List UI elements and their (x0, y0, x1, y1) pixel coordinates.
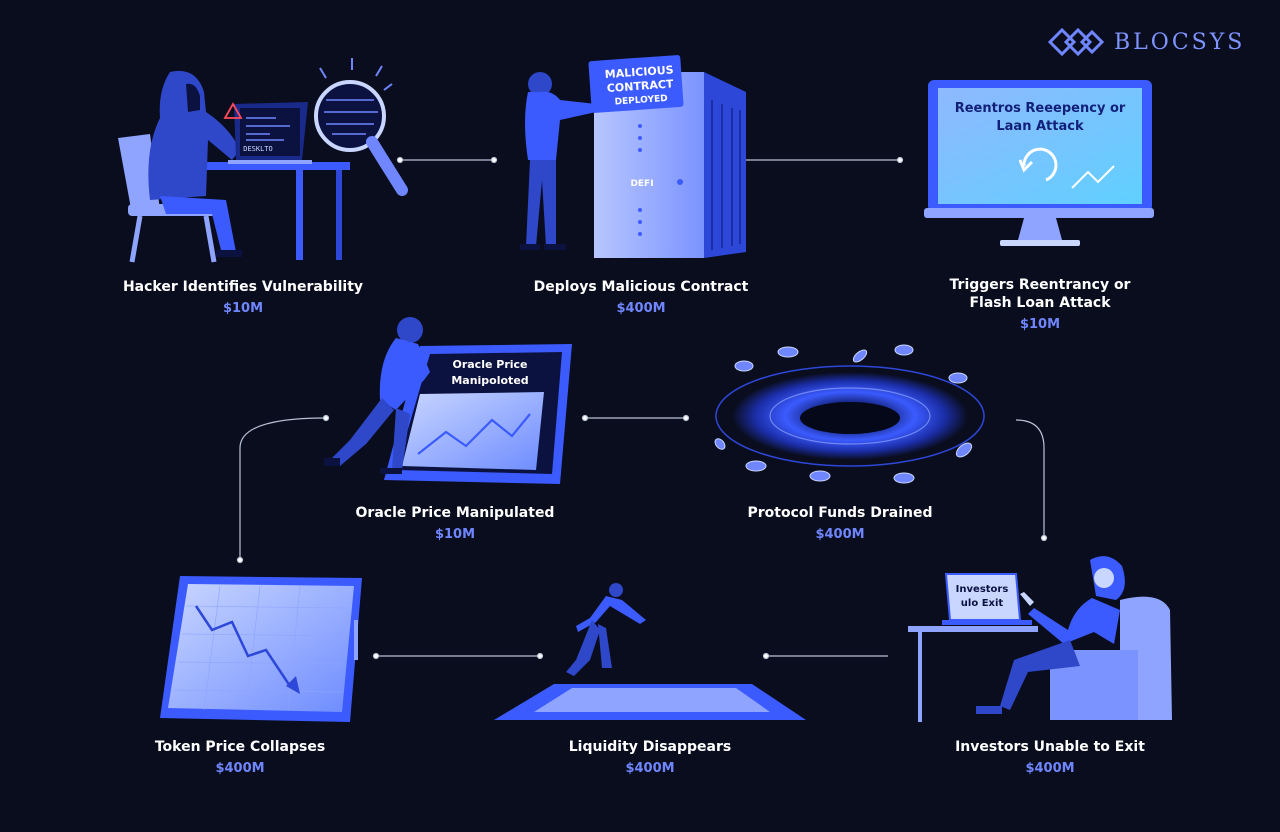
step-8-caption: Investors Unable to Exit $400M (910, 738, 1190, 778)
step-3-title-line-2: Flash Loan Attack (969, 295, 1111, 311)
step-5-caption: Protocol Funds Drained $400M (700, 504, 980, 544)
monitor-line-2: Laan Attack (996, 119, 1084, 134)
tablet-line-2: Manipoloted (451, 374, 528, 387)
brand-logo: BLOCSYS (1046, 22, 1245, 62)
coin-icons (714, 344, 973, 484)
step-7-title: Liquidity Disappears (568, 739, 732, 755)
step-2-title: Deploys Malicious Contract (533, 279, 749, 295)
laptop-label: DESKLTO (243, 145, 273, 153)
connector-4-6 (239, 417, 327, 560)
investor-laptop-line-2: ulo Exit (961, 598, 1004, 609)
connector-5-8 (1015, 419, 1045, 538)
step-5-title: Protocol Funds Drained (747, 505, 933, 521)
connector-lines (236, 156, 1048, 660)
hacker-illustration (118, 58, 408, 263)
step-4-amount: $10M (434, 527, 476, 542)
step-8-amount: $400M (1025, 761, 1075, 776)
monitor-illustration (924, 80, 1154, 246)
step-7-amount: $400M (625, 761, 675, 776)
step-5-amount: $400M (815, 527, 865, 542)
step-1-caption: Hacker Identifies Vulnerability $10M (100, 278, 386, 318)
sign-line-3: DEPLOYED (614, 94, 668, 108)
step-1-title: Hacker Identifies Vulnerability (122, 279, 364, 295)
magnifier-icon (314, 58, 408, 196)
oracle-tablet-illustration (324, 317, 572, 484)
server-label: DEFI (630, 179, 653, 189)
step-3-title-line-1: Triggers Reentrancy or (949, 277, 1131, 293)
crash-tablet-illustration (160, 576, 362, 722)
investor-illustration (908, 556, 1172, 722)
investor-laptop-line-1: Investors (956, 584, 1009, 595)
empty-pool-illustration (494, 583, 806, 720)
step-7-caption: Liquidity Disappears $400M (520, 738, 780, 778)
tablet-line-1: Oracle Price (452, 358, 527, 371)
step-1-amount: $10M (222, 301, 264, 316)
sign-line-1: MALICIOUS (604, 63, 674, 81)
step-3-caption: Triggers Reentrancy or Flash Loan Attack… (900, 276, 1180, 334)
funds-vortex-illustration (714, 344, 985, 484)
step-4-caption: Oracle Price Manipulated $10M (310, 504, 600, 544)
down-arrow-icon (286, 676, 300, 694)
step-2-caption: Deploys Malicious Contract $400M (496, 278, 786, 318)
monitor-line-1: Reentros Reeepency or (955, 101, 1126, 116)
step-8-title: Investors Unable to Exit (955, 739, 1145, 755)
step-3-amount: $10M (1019, 317, 1061, 332)
step-4-title: Oracle Price Manipulated (355, 505, 555, 521)
step-2-amount: $400M (616, 301, 666, 316)
sign-line-2: CONTRACT (606, 77, 674, 95)
brand-name: BLOCSYS (1114, 29, 1246, 55)
interlocked-diamond-logo-icon (1047, 27, 1105, 57)
reentrancy-loop-icon (1018, 147, 1058, 182)
step-6-amount: $400M (215, 761, 265, 776)
server-illustration (520, 55, 746, 258)
step-6-title: Token Price Collapses (154, 739, 326, 755)
step-6-caption: Token Price Collapses $400M (110, 738, 370, 778)
